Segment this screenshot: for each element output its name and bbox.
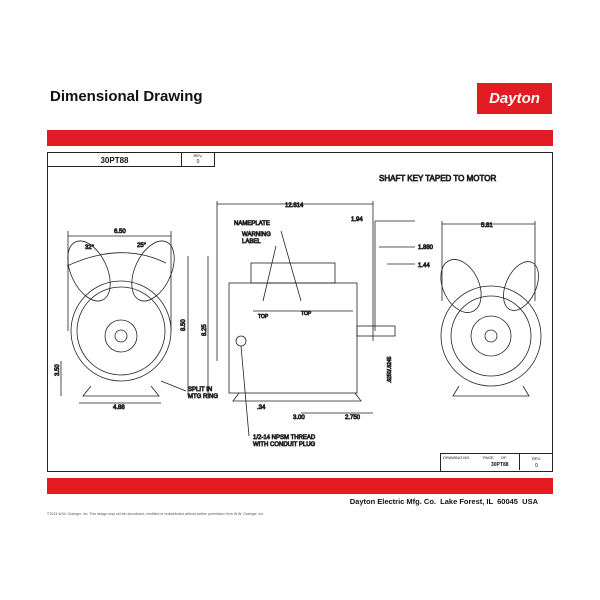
label-split-1: SPLIT IN bbox=[188, 387, 212, 393]
dim-1-94: 1.94 bbox=[351, 217, 363, 223]
drawing-number-cell: 30PT88 bbox=[47, 152, 182, 167]
dim-8-25: 8.25 bbox=[202, 324, 208, 336]
end-view-right bbox=[440, 221, 542, 397]
rev-value: 0 bbox=[196, 159, 200, 165]
top-red-bar bbox=[47, 130, 553, 146]
dim-3-00: 3.00 bbox=[293, 415, 305, 421]
drawing-frame: SHAFT KEY TAPED TO MOTOR 6.50 32° 25° 8.… bbox=[47, 152, 553, 472]
rev-label: REV. bbox=[193, 153, 203, 158]
motor-drawing: SHAFT KEY TAPED TO MOTOR 6.50 32° 25° 8.… bbox=[55, 174, 542, 448]
copyright: ©2013 W.W. Grainger, Inc. This design ma… bbox=[47, 512, 265, 516]
drawing-no-label: DRAWING NO. bbox=[443, 455, 471, 460]
dim-8-50: 8.50 bbox=[181, 319, 187, 331]
dayton-logo: Dayton bbox=[477, 83, 552, 114]
label-split-2: MTG RING bbox=[188, 394, 218, 400]
dim-angle-25: 25° bbox=[137, 243, 147, 249]
revision-cell: REV. 0 bbox=[181, 152, 215, 167]
side-view bbox=[216, 201, 415, 437]
label-top-1: TOP bbox=[258, 314, 269, 320]
label-top-2: TOP bbox=[301, 311, 312, 317]
company-address: Dayton Electric Mfg. Co. Lake Forest, IL… bbox=[349, 497, 538, 506]
dim-3-50: 3.50 bbox=[55, 364, 61, 376]
tb-rev-value: 0 bbox=[535, 463, 538, 469]
end-view-left bbox=[60, 231, 209, 404]
label-nameplate: NAMEPLATE bbox=[234, 221, 270, 227]
dim-4-88: 4.88 bbox=[113, 405, 125, 411]
label-npsm-2: WITH CONDUIT PLUG bbox=[253, 442, 316, 448]
label-warning-2: LABEL bbox=[242, 239, 261, 245]
page-title: Dimensional Drawing bbox=[50, 88, 203, 105]
dim-2-750: 2.750 bbox=[345, 415, 361, 421]
dim-0-34: .34 bbox=[257, 405, 266, 411]
dim-6-50: 6.50 bbox=[114, 229, 126, 235]
drawing-no-value: 30PT88 bbox=[491, 462, 509, 468]
shaft-note: SHAFT KEY TAPED TO MOTOR bbox=[379, 174, 496, 183]
dim-6250: .6250/.6245 bbox=[387, 356, 393, 383]
tb-rev-label: REV. bbox=[532, 456, 541, 461]
of-label: OF bbox=[501, 455, 507, 460]
title-block: DRAWING NO. PAGE OF 30PT88 REV. 0 bbox=[440, 453, 553, 472]
dim-angle-32: 32° bbox=[85, 245, 95, 251]
dim-5-81: 5.81 bbox=[481, 223, 493, 229]
dim-1-880: 1.880 bbox=[418, 245, 434, 251]
label-npsm-1: 1/2-14 NPSM THREAD bbox=[253, 435, 316, 441]
bottom-red-bar bbox=[47, 478, 553, 494]
page-label: PAGE bbox=[483, 455, 494, 460]
label-warning-1: WARNING bbox=[242, 232, 271, 238]
dim-1-44: 1.44 bbox=[418, 263, 430, 269]
dim-12-814: 12.814 bbox=[285, 203, 304, 209]
